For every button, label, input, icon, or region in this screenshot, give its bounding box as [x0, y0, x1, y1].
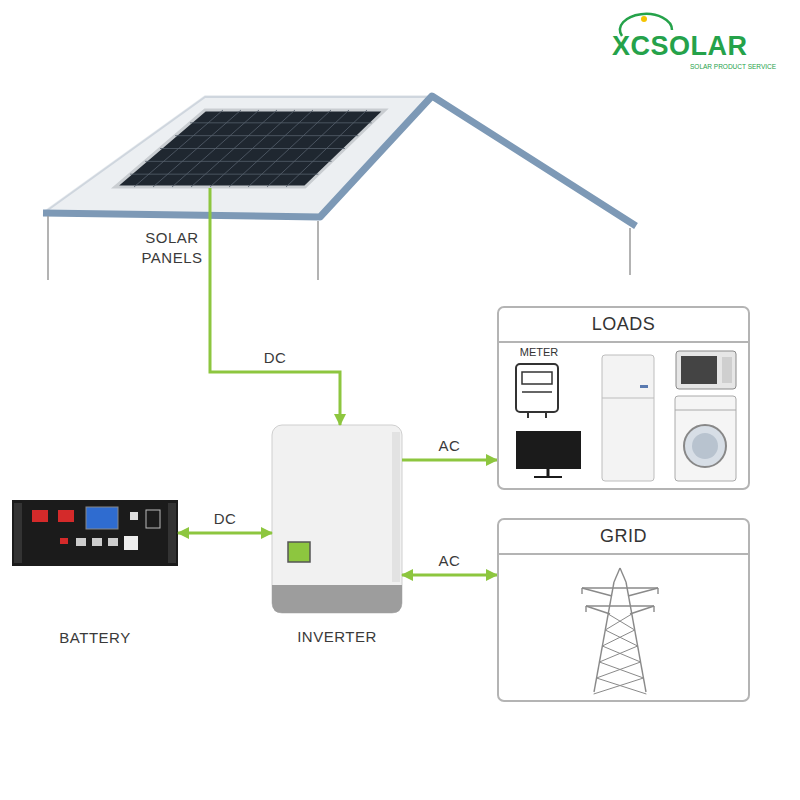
meter-foot	[545, 412, 547, 418]
battery-terminal	[32, 510, 48, 522]
inverter-side	[392, 432, 400, 582]
battery-screen	[86, 507, 118, 529]
battery-terminal	[58, 510, 74, 522]
part-label: INVERTER	[272, 627, 402, 647]
grid-box: GRID	[497, 518, 750, 702]
power-connector	[402, 459, 497, 462]
meter-icon	[516, 364, 558, 412]
microwave-window	[681, 356, 717, 384]
panel-cells	[130, 110, 372, 187]
battery-port	[108, 538, 118, 546]
current-label: DC	[212, 510, 239, 528]
current-label: DC	[262, 349, 289, 367]
wall-line	[47, 216, 49, 280]
logo-text: XCSOLAR	[612, 31, 748, 61]
roof	[45, 95, 430, 215]
battery-button	[130, 512, 138, 520]
power-connector	[178, 532, 272, 535]
fridge-handle	[640, 385, 648, 388]
battery-switch	[146, 510, 160, 528]
fridge-icon	[602, 355, 654, 481]
meter-foot	[527, 412, 529, 418]
fridge-door	[602, 398, 654, 399]
microwave-icon	[676, 351, 736, 389]
battery-breaker	[124, 536, 138, 550]
current-label: AC	[437, 437, 463, 455]
battery-led	[60, 538, 68, 544]
box-heading: GRID	[499, 520, 748, 555]
solar-panel	[115, 110, 385, 187]
logo-sun	[641, 16, 647, 22]
solar-panel-node: SOLAR PANELS	[115, 108, 388, 188]
icon-label: METER	[510, 345, 568, 359]
tv-stand	[547, 469, 550, 476]
battery-ear	[14, 503, 22, 563]
loads-box: LOADS METER	[497, 306, 750, 490]
pylon-icon	[582, 568, 658, 692]
box-heading: LOADS	[499, 308, 748, 343]
power-connector	[402, 574, 497, 577]
inverter-display	[288, 542, 310, 562]
battery-port	[92, 538, 102, 546]
inverter-node: INVERTER	[272, 425, 402, 613]
wall-line	[629, 228, 631, 275]
current-label: AC	[437, 552, 463, 570]
part-label: BATTERY	[30, 628, 160, 648]
pylon-bracing	[594, 614, 647, 694]
tv-icon	[516, 431, 581, 469]
roof-eaves	[43, 96, 636, 226]
tv-base	[534, 476, 562, 478]
inverter-body	[272, 425, 402, 613]
roof-edge	[45, 97, 430, 212]
battery-node: BATTERY	[12, 500, 178, 566]
battery-port	[76, 538, 86, 546]
washer-door	[684, 425, 726, 467]
battery-ear	[168, 503, 176, 563]
washer-drum	[692, 433, 718, 459]
washer-icon	[675, 396, 736, 481]
power-connector	[210, 188, 340, 425]
microwave-panel	[722, 357, 732, 383]
inverter-base	[272, 585, 402, 613]
battery-body	[12, 500, 178, 566]
part-label: SOLAR PANELS	[127, 228, 217, 268]
logo-tagline: SOLAR PRODUCT SERVICE	[690, 63, 776, 71]
wall-line	[317, 221, 319, 280]
meter-node: METER	[510, 345, 568, 417]
washer-panel	[675, 410, 736, 411]
meter-line	[522, 391, 552, 393]
meter-display	[522, 372, 552, 384]
